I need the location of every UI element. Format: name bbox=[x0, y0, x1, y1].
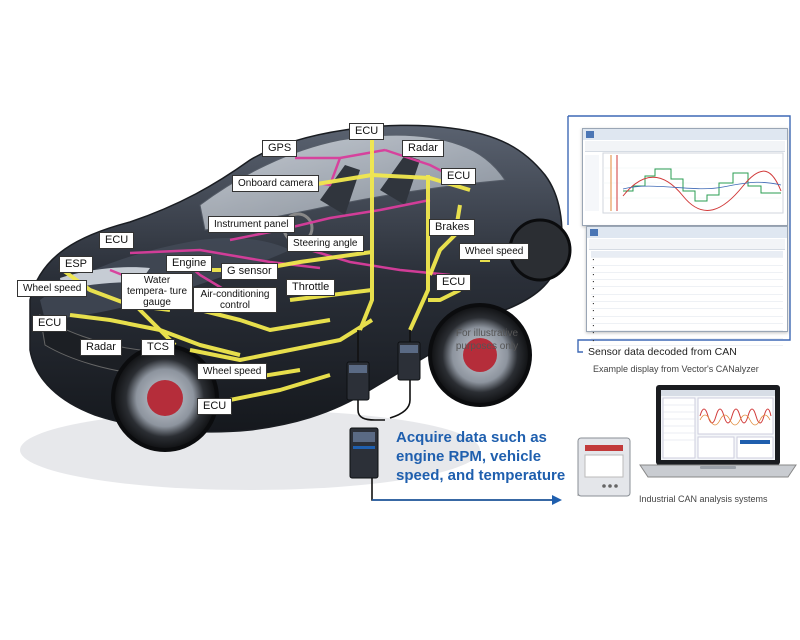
example-caption: Example display from Vector's CANalyzer bbox=[593, 364, 759, 374]
label-steering-angle: Steering angle bbox=[287, 235, 364, 252]
label-wheel-speed-front: Wheel speed bbox=[197, 363, 268, 380]
label-radar-top: Radar bbox=[402, 140, 444, 157]
label-esp: ESP bbox=[59, 256, 94, 273]
illustrative-note: For illustrative purposes only bbox=[455, 328, 519, 352]
sensor-caption: Sensor data decoded from CAN bbox=[588, 346, 737, 358]
label-engine: Engine bbox=[166, 255, 213, 272]
label-instrument-panel: Instrument panel bbox=[208, 216, 295, 233]
label-throttle: Throttle bbox=[286, 279, 336, 296]
label-g-sensor: G sensor bbox=[221, 263, 278, 280]
label-wheel-speed-left: Wheel speed bbox=[17, 280, 88, 297]
graph-window-icon bbox=[582, 128, 788, 226]
label-water-temperature-gauge: Water tempera- ture gauge bbox=[121, 273, 193, 310]
headline: Acquire data such as engine RPM, vehicle… bbox=[396, 429, 566, 484]
analysis-unit-icon bbox=[577, 437, 631, 497]
trace-window-icon: ▪ ▪ ▪ ▪ ▪ ▪ ▪ ▪ ▪ ▪ ▪ ▪ bbox=[586, 226, 788, 346]
can-logger-device bbox=[346, 341, 421, 479]
label-ecu-right-mid: ECU bbox=[436, 274, 472, 291]
label-gps: GPS bbox=[262, 140, 298, 157]
label-ecu-top: ECU bbox=[349, 123, 385, 140]
label-onboard-camera: Onboard camera bbox=[232, 175, 320, 192]
label-air-conditioning-control: Air-conditioning control bbox=[193, 287, 277, 313]
industrial-caption: Industrial CAN analysis systems bbox=[639, 494, 768, 504]
label-ecu-front: ECU bbox=[32, 315, 68, 332]
label-ecu-bottom: ECU bbox=[197, 398, 233, 415]
label-wheel-speed-right: Wheel speed bbox=[459, 243, 530, 260]
label-radar-front: Radar bbox=[80, 339, 122, 356]
label-brakes: Brakes bbox=[429, 219, 476, 236]
laptop-icon bbox=[639, 385, 797, 478]
label-ecu-right-top: ECU bbox=[441, 168, 477, 185]
label-ecu-left: ECU bbox=[99, 232, 135, 249]
label-tcs: TCS bbox=[141, 339, 175, 356]
